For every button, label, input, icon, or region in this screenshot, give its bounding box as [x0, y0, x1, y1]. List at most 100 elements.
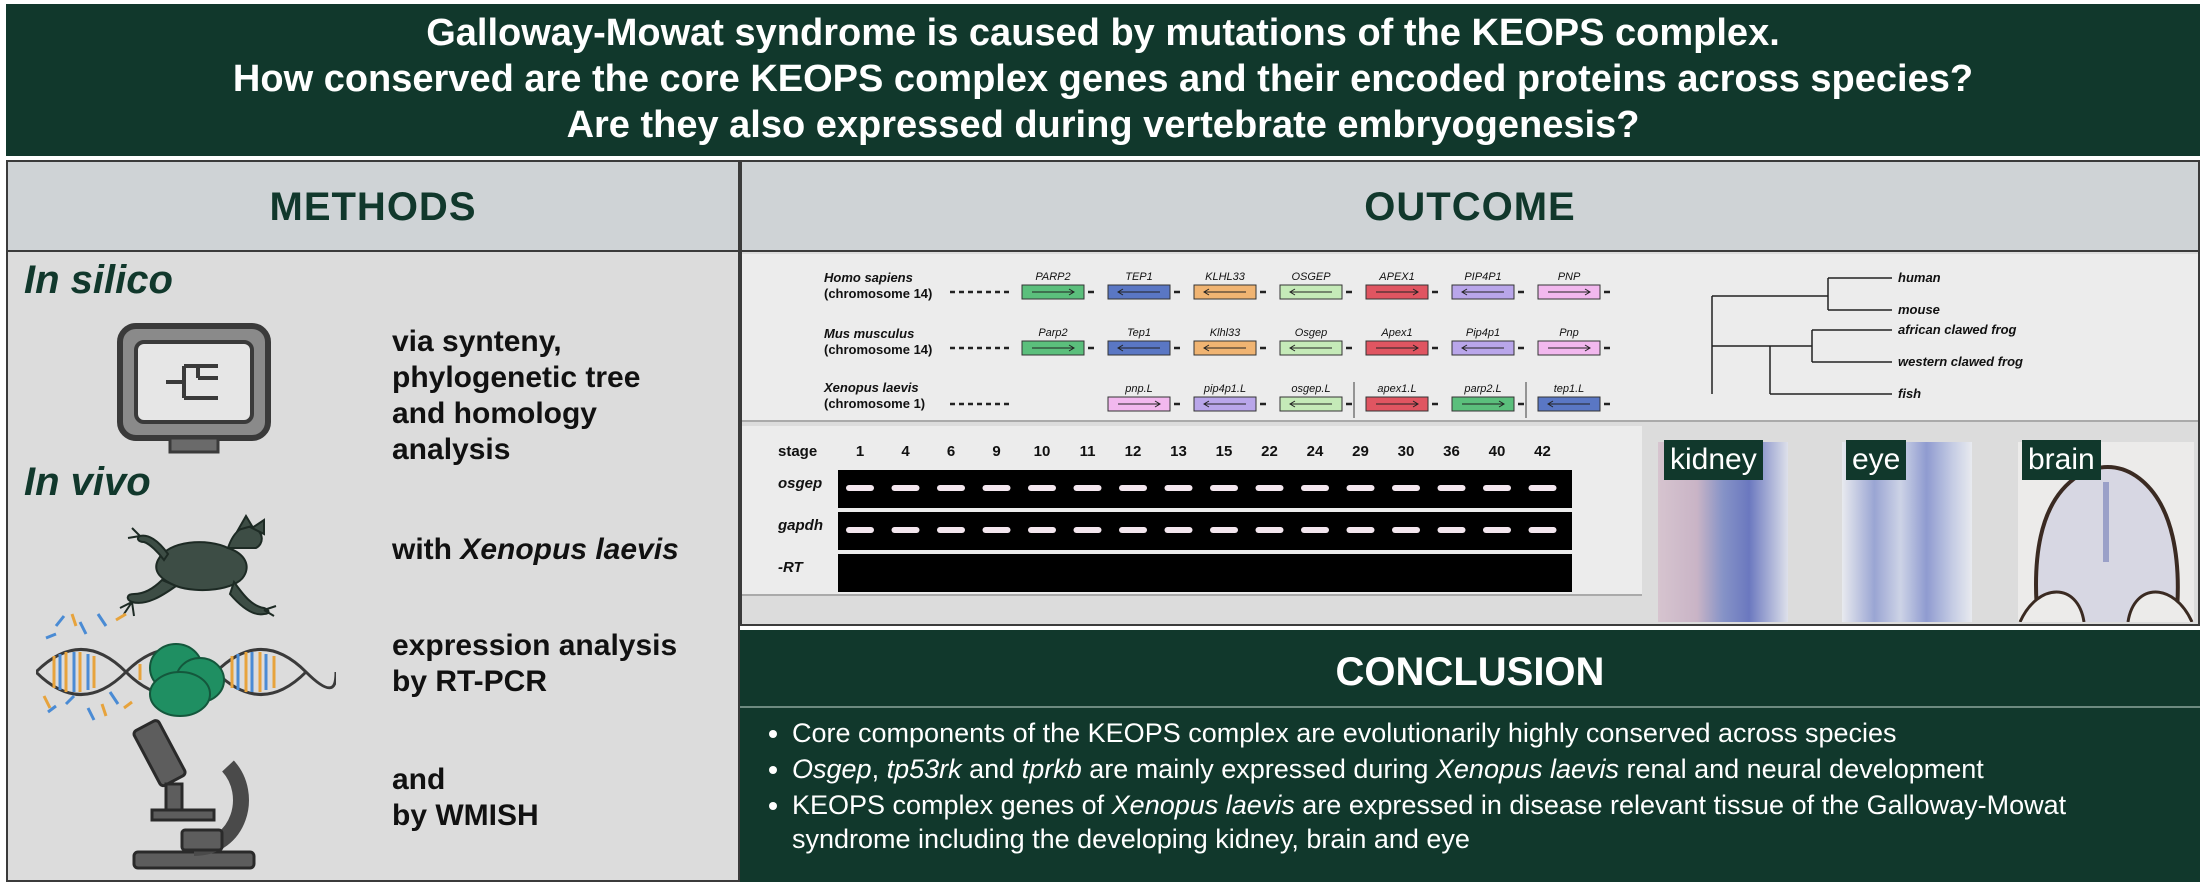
gel-band-osgep-10 — [1028, 485, 1056, 491]
wmish-line-1: and — [392, 763, 446, 796]
title-line-3: Are they also expressed during vertebrat… — [566, 104, 1640, 146]
conclusion-list: Core components of the KEOPS complex are… — [740, 708, 2200, 856]
in-silico-line-2: phylogenetic tree — [392, 361, 641, 394]
dna-ribosome-icon — [36, 612, 336, 721]
tree-label-fish: fish — [1898, 386, 1921, 401]
gene-label-osgep-1: Osgep — [1295, 327, 1327, 339]
species-name-human: Homo sapiens — [824, 270, 913, 285]
tree-label-western-clawed-frog: western clawed frog — [1898, 354, 2023, 369]
gene-arrow-pnp-1 — [1548, 344, 1591, 352]
title-banner: Galloway-Mowat syndrome is caused by mut… — [6, 4, 2200, 156]
conclusion-title: CONCLUSION — [740, 630, 2200, 708]
gel-band-gapdh-13 — [1164, 527, 1193, 533]
gene-arrow-klhl33-0 — [1203, 288, 1246, 296]
wmish-description: and by WMISH — [392, 762, 539, 834]
gene-arrow-osgep-1 — [1289, 344, 1332, 352]
conclusion-item-3-species: Xenopus laevis — [1111, 790, 1295, 820]
gene-arrow-tep1-1 — [1117, 344, 1160, 352]
gel-band-gapdh-40 — [1483, 527, 1511, 533]
gel-bands — [846, 485, 1557, 533]
gene-arrow-parp2-0 — [1032, 288, 1075, 296]
gel-stage-13: 13 — [1170, 443, 1187, 460]
in-vivo-heading: In vivo — [24, 460, 151, 504]
gel-band-osgep-29 — [1346, 485, 1375, 491]
gel-band-gapdh-22 — [1255, 527, 1284, 533]
gel-band-osgep-11 — [1073, 485, 1102, 491]
gel-stage-6: 6 — [947, 443, 955, 460]
gel-band-gapdh-29 — [1346, 527, 1375, 533]
gene-label-pnp-1: Pnp — [1559, 327, 1579, 339]
gene-arrow-pip4p1-1 — [1461, 344, 1504, 352]
gel-band-gapdh-24 — [1301, 527, 1329, 533]
gene-label-pnp-2: pnp.L — [1124, 383, 1153, 395]
conclusion-panel: CONCLUSION Core components of the KEOPS … — [740, 630, 2200, 882]
in-silico-line-3: and homology — [392, 397, 597, 430]
outcome-title: OUTCOME — [742, 162, 2198, 252]
tree-label-mouse: mouse — [1898, 302, 1940, 317]
gel-band-osgep-30 — [1392, 485, 1420, 491]
gel-band-gapdh-36 — [1437, 527, 1466, 533]
conclusion-item-1: Core components of the KEOPS complex are… — [792, 716, 2200, 750]
gene-label-osgep-2: osgep.L — [1291, 383, 1330, 395]
gene-arrow-pnp-0 — [1548, 288, 1591, 296]
gel-band-osgep-22 — [1255, 485, 1284, 491]
gene-tprkb: tprkb — [1021, 754, 1082, 784]
conclusion-item-3-a: KEOPS complex genes of — [792, 790, 1112, 820]
conclusion-item-2: Osgep, tp53rk and tprkb are mainly expre… — [792, 752, 2200, 786]
gel-band-osgep-40 — [1483, 485, 1511, 491]
computer-monitor-icon — [117, 323, 271, 454]
kidney-label: kidney — [1664, 440, 1763, 480]
species-labels: Homo sapiens (chromosome 14) Mus musculu… — [823, 270, 932, 411]
conclusion-item-2-sep2: and — [961, 754, 1022, 784]
gel-band-gapdh-42 — [1528, 527, 1557, 533]
frog-icon — [119, 514, 277, 617]
gel-row-label-osgep: osgep — [778, 475, 822, 492]
gel-band-gapdh-9 — [982, 527, 1011, 533]
gene-arrow-apex1-1 — [1376, 344, 1419, 352]
gel-lane-rt — [838, 554, 1572, 592]
gene-label-apex1-0: APEX1 — [1378, 271, 1414, 283]
microscope-icon — [132, 719, 256, 870]
gene-label-pnp-0: PNP — [1558, 271, 1581, 283]
rtpcr-description: expression analysis by RT-PCR — [392, 628, 677, 700]
methods-title: METHODS — [8, 162, 738, 252]
gel-band-gapdh-1 — [846, 527, 874, 533]
conclusion-item-1-text: Core components of the KEOPS complex are… — [792, 718, 1897, 748]
conclusion-item-3-b: are expressed in disease relevant tissue… — [1294, 790, 2067, 820]
gel-band-gapdh-10 — [1028, 527, 1056, 533]
gel-stage-36: 36 — [1443, 443, 1460, 460]
gene-arrow-parp2-2 — [1462, 400, 1505, 408]
synteny-strip: Homo sapiens (chromosome 14) Mus musculu… — [742, 254, 2198, 422]
title-line-2: How conserved are the core KEOPS complex… — [232, 58, 1974, 100]
outcome-panel: OUTCOME Homo sapiens (chromosome 14) Mus… — [740, 160, 2200, 626]
in-silico-line-1: via synteny, — [392, 325, 562, 358]
gel-stage-42: 42 — [1534, 443, 1551, 460]
phylogenetic-tree — [1711, 277, 1892, 395]
tree-label-african-clawed-frog: african clawed frog — [1898, 322, 2017, 337]
gel-stage-15: 15 — [1216, 443, 1233, 460]
species-name-xenopus: Xenopus laevis — [823, 380, 919, 395]
gene-label-apex1-2: apex1.L — [1377, 383, 1416, 395]
gel-stage-22: 22 — [1261, 443, 1278, 460]
tree-labels: human mouse african clawed frog western … — [1898, 270, 2023, 401]
gel-band-gapdh-6 — [937, 527, 965, 533]
gene-arrow-pip4p1-0 — [1461, 288, 1504, 296]
gene-label-klhl33-1: Klhl33 — [1210, 327, 1241, 339]
in-silico-heading: In silico — [24, 258, 173, 302]
gel-stage-29: 29 — [1352, 443, 1369, 460]
gene-label-parp2-0: PARP2 — [1035, 271, 1070, 283]
species-chrom-human: (chromosome 14) — [824, 286, 932, 301]
gene-osgep: Osgep — [792, 754, 872, 784]
species-name-mouse: Mus musculus — [824, 326, 914, 341]
species-chrom-mouse: (chromosome 14) — [824, 342, 932, 357]
synteny-diagram: Homo sapiens (chromosome 14) Mus musculu… — [823, 270, 2023, 418]
gene-label-parp2-1: Parp2 — [1038, 327, 1067, 339]
gel-band-osgep-36 — [1437, 485, 1466, 491]
wmish-line-2: by WMISH — [392, 799, 539, 832]
in-vivo-species-text: with Xenopus laevis — [392, 532, 679, 568]
gene-arrow-parp2-1 — [1032, 344, 1075, 352]
gel-stage-30: 30 — [1398, 443, 1415, 460]
gel-band-osgep-9 — [982, 485, 1011, 491]
tree-label-human: human — [1898, 270, 1941, 285]
